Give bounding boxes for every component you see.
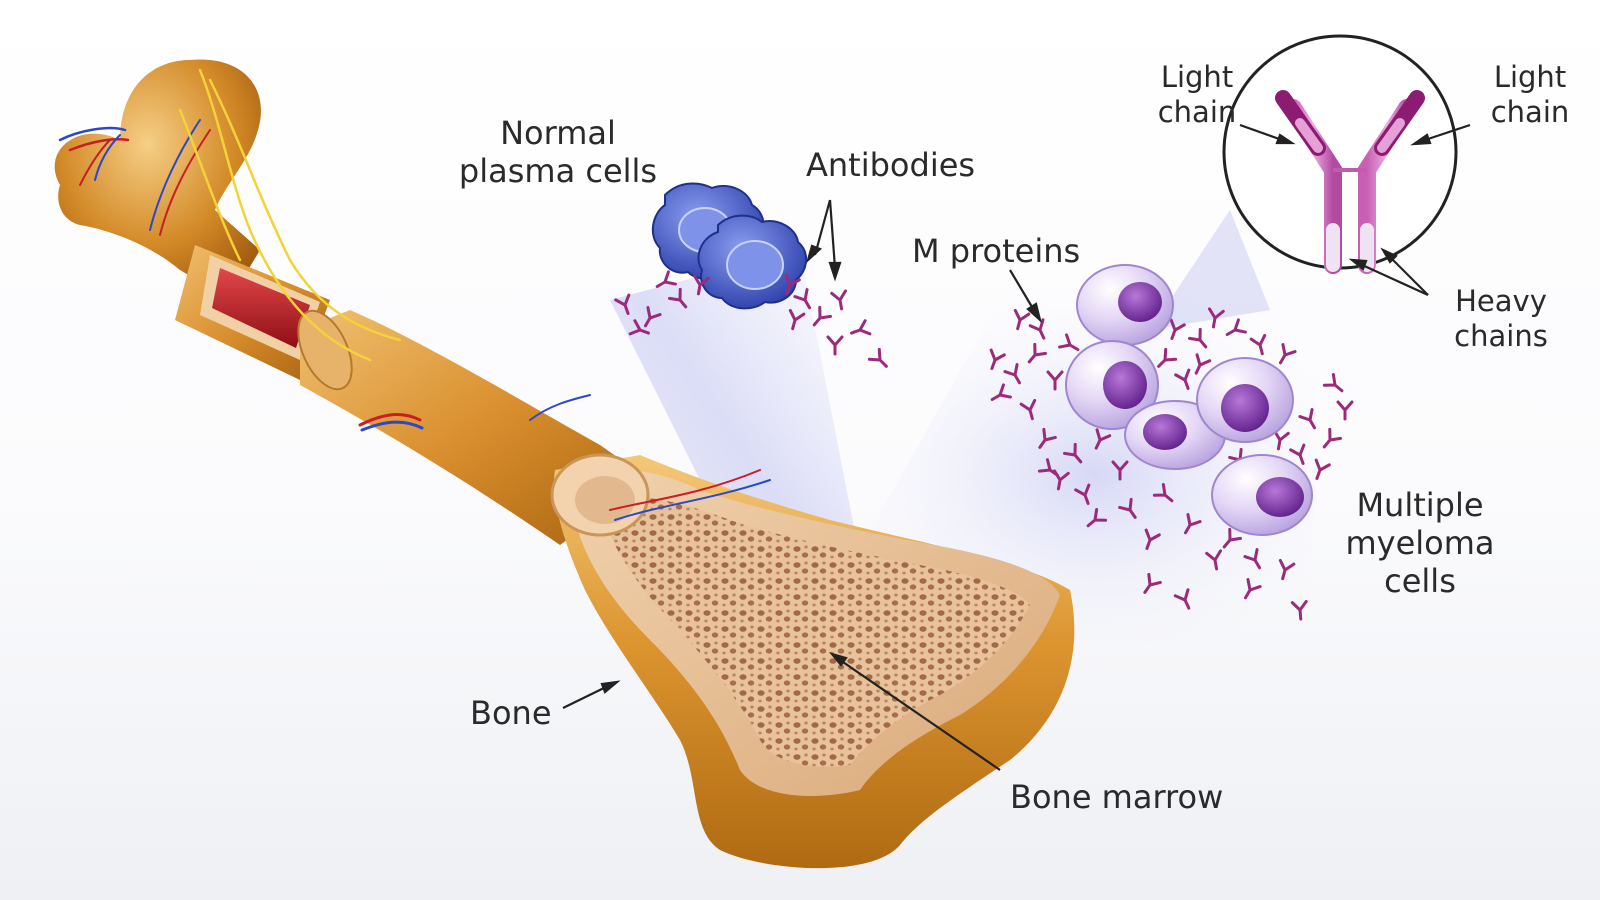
- antibody-glyph: [1225, 318, 1247, 336]
- antibody-glyph: [826, 335, 844, 356]
- antibody-glyph: [1111, 460, 1129, 481]
- antibody-glyph: [1118, 497, 1137, 519]
- antibody-glyph: [989, 348, 1006, 370]
- label-heavy-chains-line2: chains: [1454, 319, 1548, 353]
- antibody-glyph: [1187, 327, 1208, 349]
- label-normal-plasma-cells-line2: plasma cells: [458, 152, 658, 190]
- antibody-glyph: [1249, 333, 1267, 356]
- antibody-glyph: [1314, 458, 1331, 480]
- antibody-glyph: [1289, 443, 1306, 465]
- antibody-glyph: [788, 308, 806, 331]
- bone-marrow-spongy: [600, 496, 1030, 767]
- antibody-glyph: [1322, 372, 1344, 393]
- antibody-glyph: [1038, 427, 1057, 449]
- antibody-glyph: [628, 319, 650, 336]
- antibody-glyph: [1194, 353, 1212, 375]
- antibody-glyph: [644, 306, 662, 328]
- label-antibodies: Antibodies: [806, 146, 976, 184]
- label-m-proteins: M proteins: [912, 232, 1081, 270]
- antibody-glyph: [1244, 578, 1262, 600]
- antibody-glyph: [812, 305, 833, 327]
- antibody-glyph: [1278, 558, 1296, 581]
- antibody-glyph: [1279, 343, 1297, 365]
- label-heavy-chains: Heavy chains: [1436, 284, 1566, 354]
- femoral-head: [54, 59, 261, 300]
- antibody-glyph: [1157, 347, 1178, 368]
- normal-plasma-cells: [651, 182, 807, 310]
- antibody-glyph: [1336, 400, 1354, 421]
- label-light-chain-right-line2: chain: [1490, 95, 1570, 129]
- antibody-glyph: [1046, 370, 1064, 391]
- antibody-glyph: [1058, 333, 1080, 351]
- antibody-glyph: [1174, 368, 1191, 390]
- antibody-glyph: [1152, 482, 1174, 503]
- m-protein-antibodies: [989, 307, 1354, 621]
- label-light-chain-left-line1: Light: [1160, 60, 1234, 94]
- pointer-arrows: [562, 123, 1471, 771]
- antibody-glyph: [1062, 442, 1083, 464]
- femur-bone: [54, 59, 1075, 869]
- antibody-glyph: [1207, 307, 1225, 329]
- antibody-glyph: [1019, 398, 1037, 421]
- blood-vessels: [58, 119, 771, 521]
- antibodies-normal: [614, 270, 888, 368]
- label-heavy-chains-line1: Heavy: [1455, 284, 1547, 318]
- antibody-glyph: [1143, 572, 1162, 594]
- antibody-glyph: [614, 293, 631, 315]
- nerves: [178, 68, 402, 362]
- antibody-glyph: [1144, 528, 1161, 550]
- label-normal-plasma-cells: Normal plasma cells: [458, 114, 658, 190]
- antibody-glyph: [1205, 549, 1223, 571]
- label-light-chain-left: Light chain: [1152, 60, 1242, 130]
- label-normal-plasma-cells-line1: Normal: [500, 114, 616, 152]
- antibody-glyph: [1013, 308, 1031, 331]
- label-bone-marrow: Bone marrow: [1010, 778, 1224, 816]
- antibody-glyph: [1298, 408, 1316, 430]
- antibody-glyph: [1290, 599, 1308, 621]
- label-myeloma-line1: Multiple: [1356, 486, 1484, 524]
- antibody-glyph: [867, 347, 888, 368]
- label-multiple-myeloma-cells: Multiple myeloma cells: [1330, 486, 1510, 600]
- label-bone: Bone: [470, 694, 552, 732]
- label-light-chain-right: Light chain: [1480, 60, 1580, 130]
- antibody-glyph: [1037, 458, 1059, 477]
- antibody-glyph: [990, 383, 1012, 401]
- antibody-glyph: [1074, 483, 1091, 505]
- antibody-glyph: [1169, 318, 1186, 340]
- antibody-glyph: [1086, 507, 1108, 528]
- label-light-chain-right-line1: Light: [1493, 60, 1567, 94]
- antibody-glyph: [692, 274, 710, 296]
- antibody-glyph: [1184, 513, 1202, 535]
- label-myeloma-line2: myeloma: [1345, 524, 1495, 562]
- antibody-glyph: [1027, 342, 1048, 364]
- antibody-glyph: [1094, 428, 1112, 450]
- antibody-glyph: [830, 289, 848, 311]
- label-light-chain-left-line2: chain: [1157, 95, 1237, 129]
- antibody-glyph: [1173, 588, 1191, 610]
- marrow-cavity-red: [212, 268, 310, 348]
- antibody-glyph: [793, 288, 811, 310]
- antibody-structure-inset: [1222, 34, 1458, 274]
- antibody-glyph: [655, 270, 677, 288]
- antibody-glyph: [1222, 527, 1243, 549]
- antibody-glyph: [784, 273, 801, 295]
- antibody-glyph: [1028, 318, 1046, 340]
- antibody-glyph: [667, 287, 688, 309]
- antibody-glyph: [1322, 427, 1343, 449]
- antibody-glyph: [1243, 548, 1261, 570]
- label-myeloma-line3: cells: [1384, 562, 1456, 600]
- antibody-glyph: [1003, 363, 1021, 385]
- antibody-glyph: [850, 319, 872, 336]
- multiple-myeloma-cells: [1065, 264, 1313, 536]
